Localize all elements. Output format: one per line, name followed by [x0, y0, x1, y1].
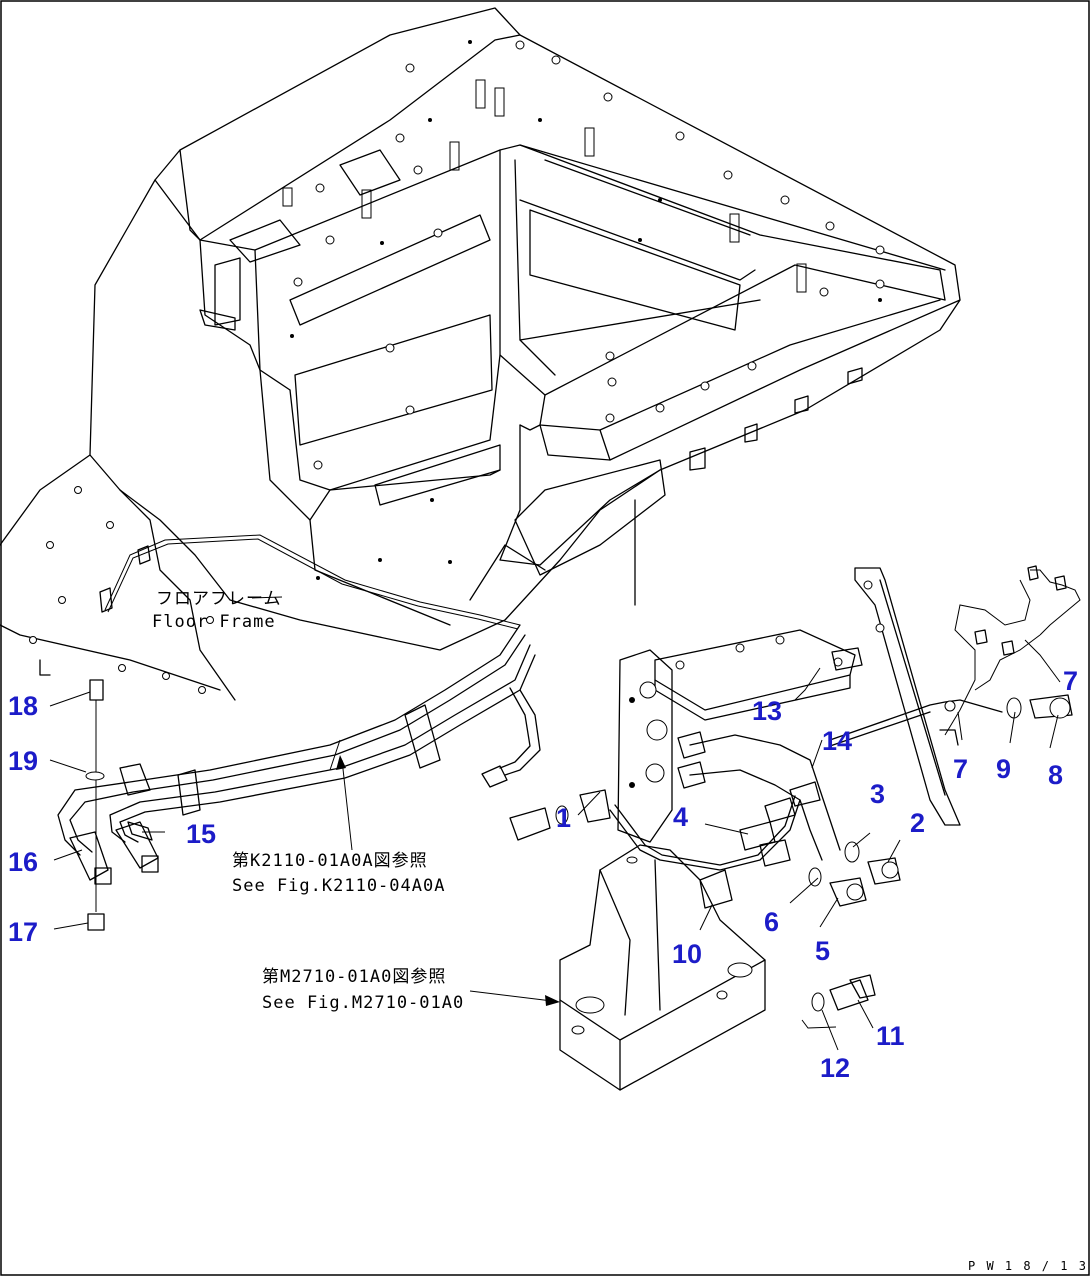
ref1-en: See Fig.K2110-04A0A [232, 876, 445, 896]
callout-10: 10 [672, 939, 702, 969]
floor-frame-en: Floor Frame [152, 612, 276, 632]
callout-4: 4 [673, 802, 688, 832]
ref2-en: See Fig.M2710-01A0 [262, 993, 464, 1013]
callout-14: 14 [822, 726, 852, 756]
drawing-code: P W 1 8 / 1 3 [968, 1259, 1088, 1273]
callout-16: 16 [8, 847, 38, 877]
callout-7-rod: 7 [953, 754, 968, 784]
ref1-jp: 第K2110-01A0A図参照 [232, 851, 428, 871]
leader-lines [49, 596, 1061, 1051]
arrow-ref2 [545, 995, 560, 1006]
arrow-ref1 [336, 755, 346, 770]
callout-5: 5 [815, 936, 830, 966]
floor-frame-jp: フロアフレーム [156, 589, 282, 609]
callout-19: 19 [8, 746, 38, 776]
ref2-jp: 第M2710-01A0図参照 [262, 967, 446, 987]
callout-1: 1 [556, 803, 571, 833]
upper-frame [89, 7, 961, 651]
callout-12: 12 [820, 1053, 850, 1083]
callout-15: 15 [186, 819, 216, 849]
bracket-assembly [509, 565, 1081, 1091]
hydraulic-pipes [57, 624, 541, 931]
callout-6: 6 [764, 907, 779, 937]
callout-7-top: 7 [1063, 666, 1078, 696]
callout-8: 8 [1048, 760, 1063, 790]
callout-11: 11 [876, 1021, 905, 1051]
callout-17: 17 [8, 917, 38, 947]
callout-18: 18 [8, 691, 38, 721]
callout-2: 2 [910, 808, 925, 838]
callout-3: 3 [870, 779, 885, 809]
callout-13: 13 [752, 696, 782, 726]
floor-frame [0, 454, 521, 701]
callout-9: 9 [996, 754, 1011, 784]
